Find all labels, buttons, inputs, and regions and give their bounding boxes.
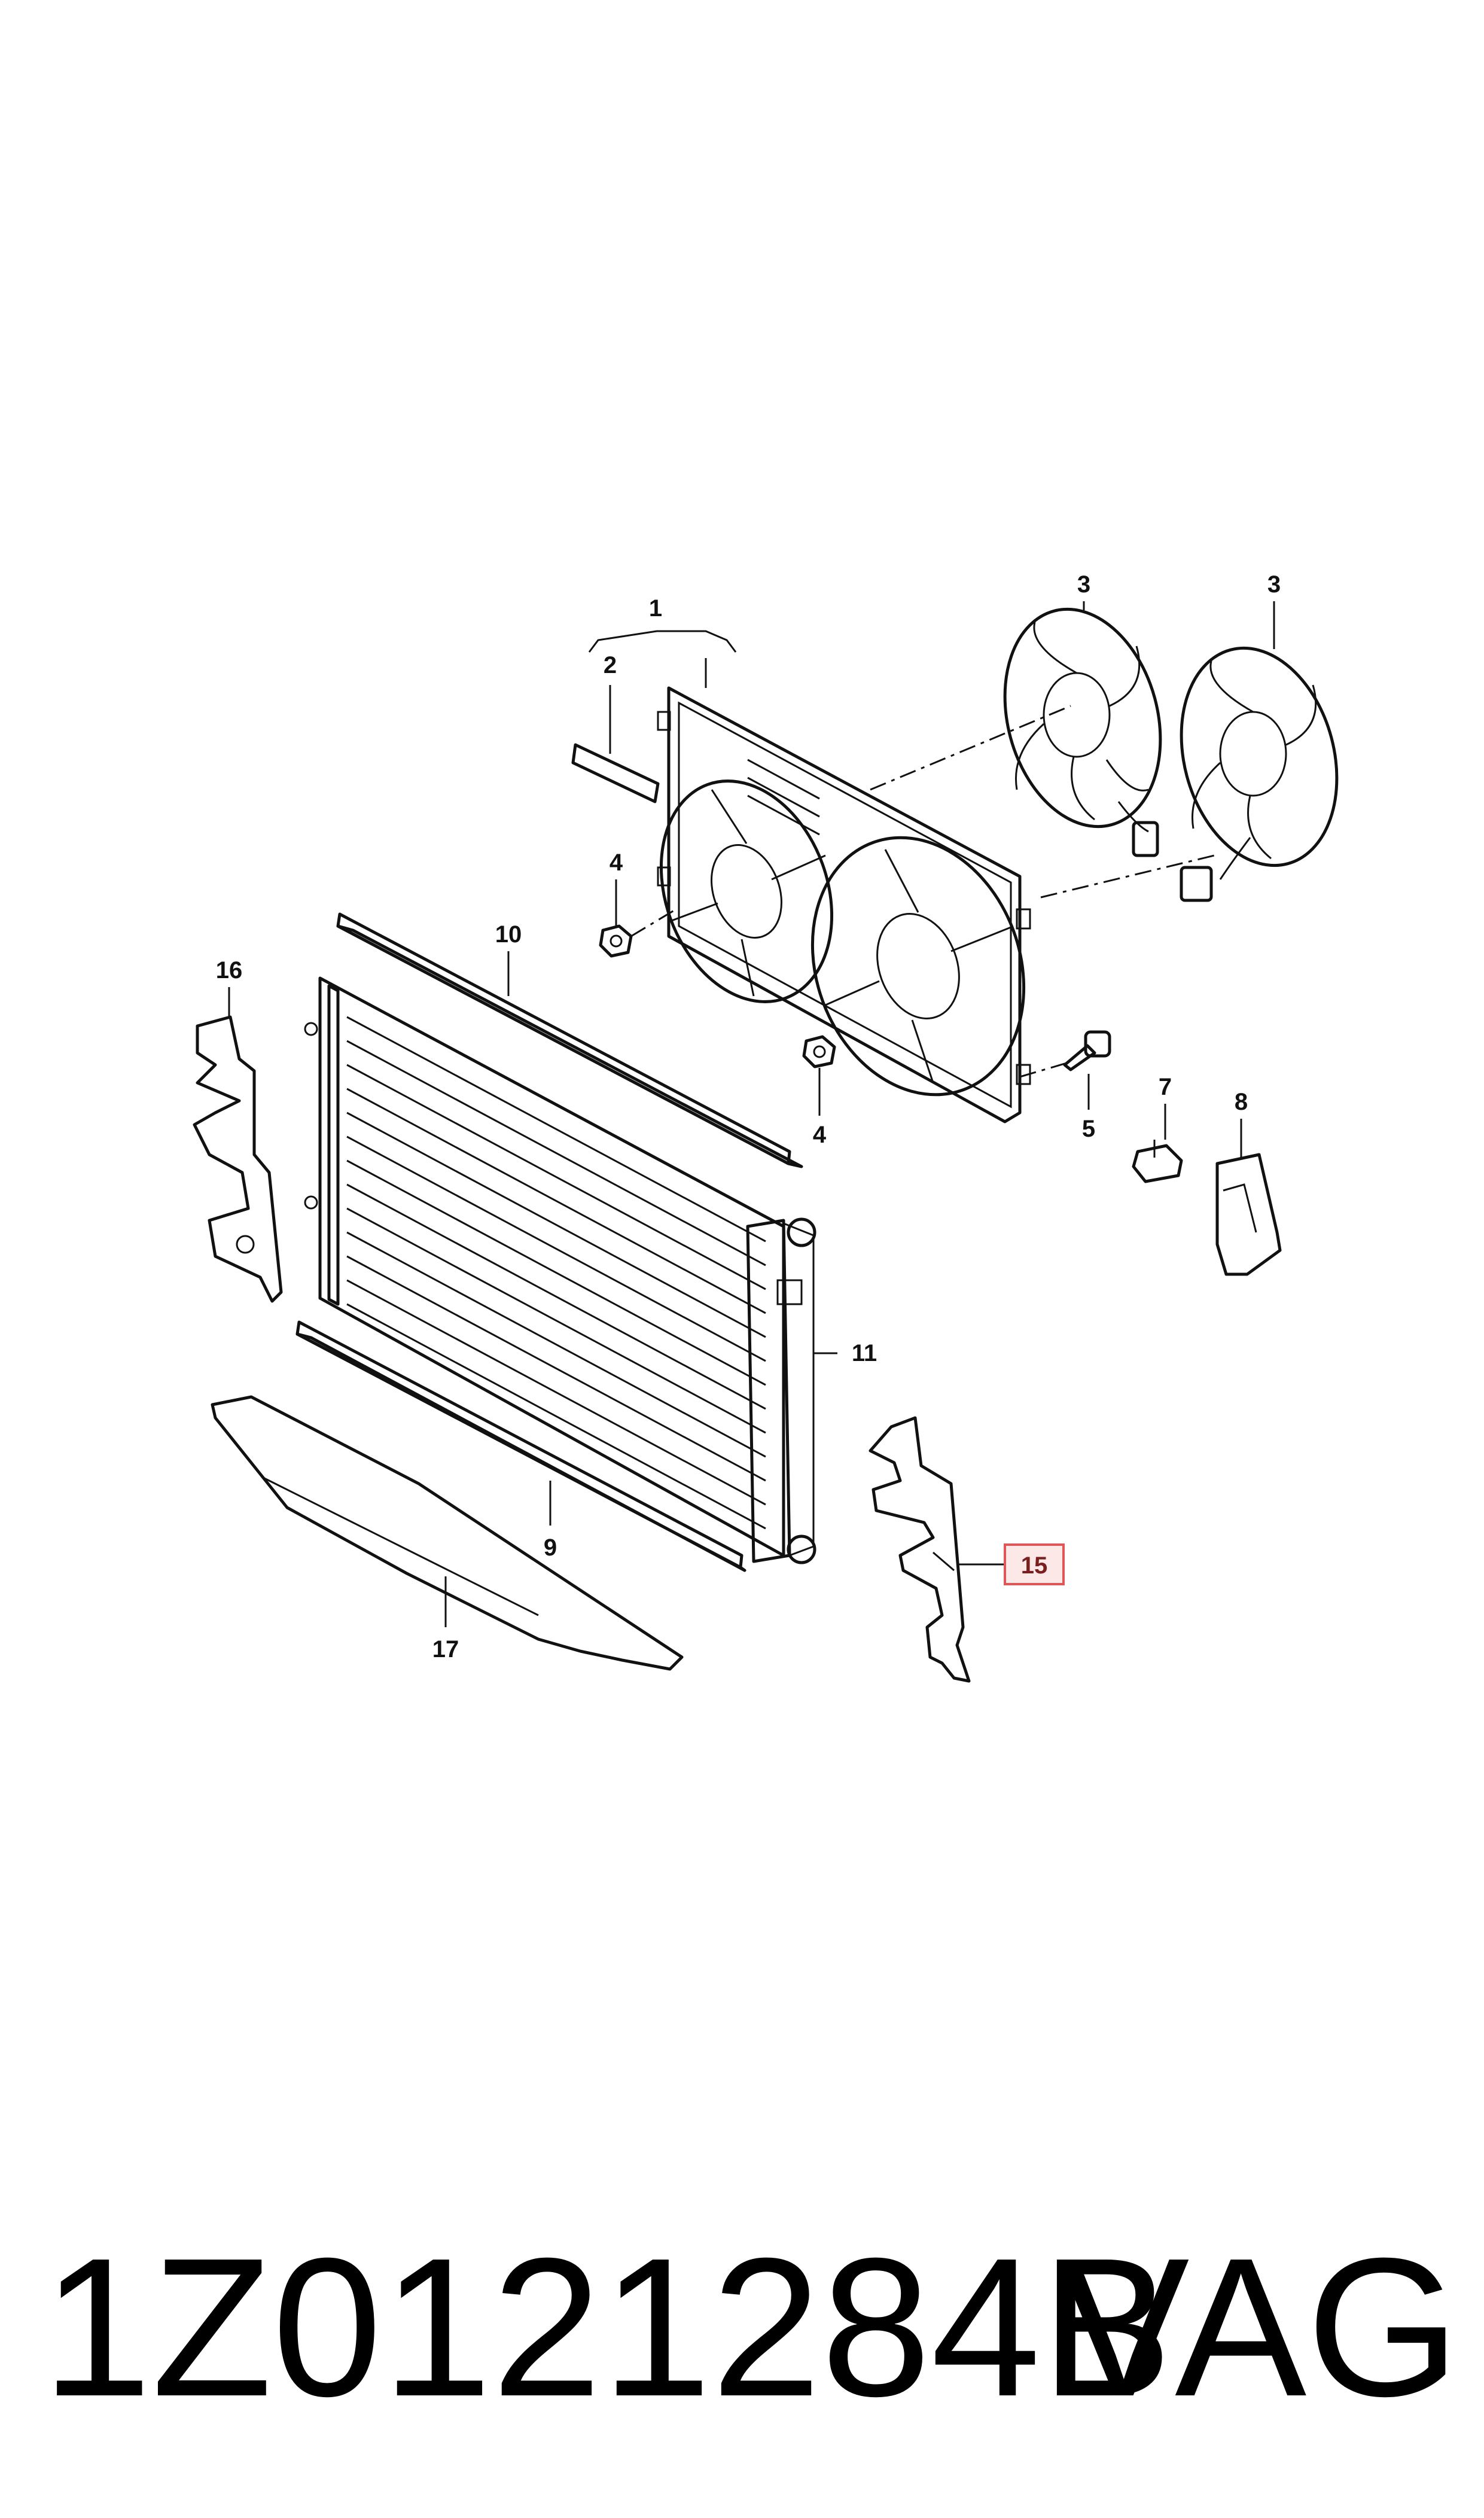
bracket-part bbox=[1215, 1153, 1282, 1276]
callout-4-bottom: 4 bbox=[813, 1122, 827, 1148]
seal-strip-part bbox=[571, 743, 660, 803]
callout-5: 5 bbox=[1082, 1116, 1095, 1142]
fan-motor-part-left bbox=[1003, 607, 1162, 857]
callout-2: 2 bbox=[604, 652, 617, 678]
callout-3-left: 3 bbox=[1077, 571, 1090, 598]
callout-4-top: 4 bbox=[610, 850, 623, 876]
callout-16: 16 bbox=[216, 957, 243, 984]
upper-seal-part bbox=[336, 912, 803, 1168]
fan-shroud-part bbox=[657, 686, 1031, 1123]
callout-9: 9 bbox=[544, 1534, 557, 1561]
callout-7: 7 bbox=[1159, 1074, 1172, 1100]
callout-15-highlight: 15 bbox=[1004, 1543, 1065, 1585]
callout-1: 1 bbox=[649, 595, 662, 622]
right-air-guide-part bbox=[869, 1416, 971, 1683]
callout-15: 15 bbox=[1021, 1552, 1048, 1579]
callout-10: 10 bbox=[495, 921, 522, 948]
nut-part-a bbox=[599, 924, 633, 958]
callout-17: 17 bbox=[432, 1636, 459, 1663]
callout-8: 8 bbox=[1235, 1089, 1248, 1115]
left-air-guide-part bbox=[193, 1015, 283, 1303]
lower-seal-part bbox=[295, 1320, 746, 1572]
callout-3-right: 3 bbox=[1267, 571, 1281, 598]
clip-part bbox=[1132, 1140, 1183, 1183]
side-tank-part bbox=[746, 1217, 816, 1564]
brand-caption: VAG bbox=[1058, 2216, 1460, 2437]
callout-labels: 1 2 3 3 4 4 5 7 8 9 10 11 16 17 15 bbox=[216, 571, 1281, 1663]
radiator-core-part bbox=[304, 976, 785, 1557]
callout-11: 11 bbox=[852, 1340, 877, 1366]
part-number-caption: 1Z0121284B bbox=[42, 2216, 1172, 2437]
fan-motor-part-right bbox=[1180, 646, 1339, 902]
nut-part-b bbox=[802, 1035, 836, 1068]
lower-deflector-part bbox=[211, 1395, 684, 1671]
screw-part bbox=[1063, 1030, 1111, 1071]
